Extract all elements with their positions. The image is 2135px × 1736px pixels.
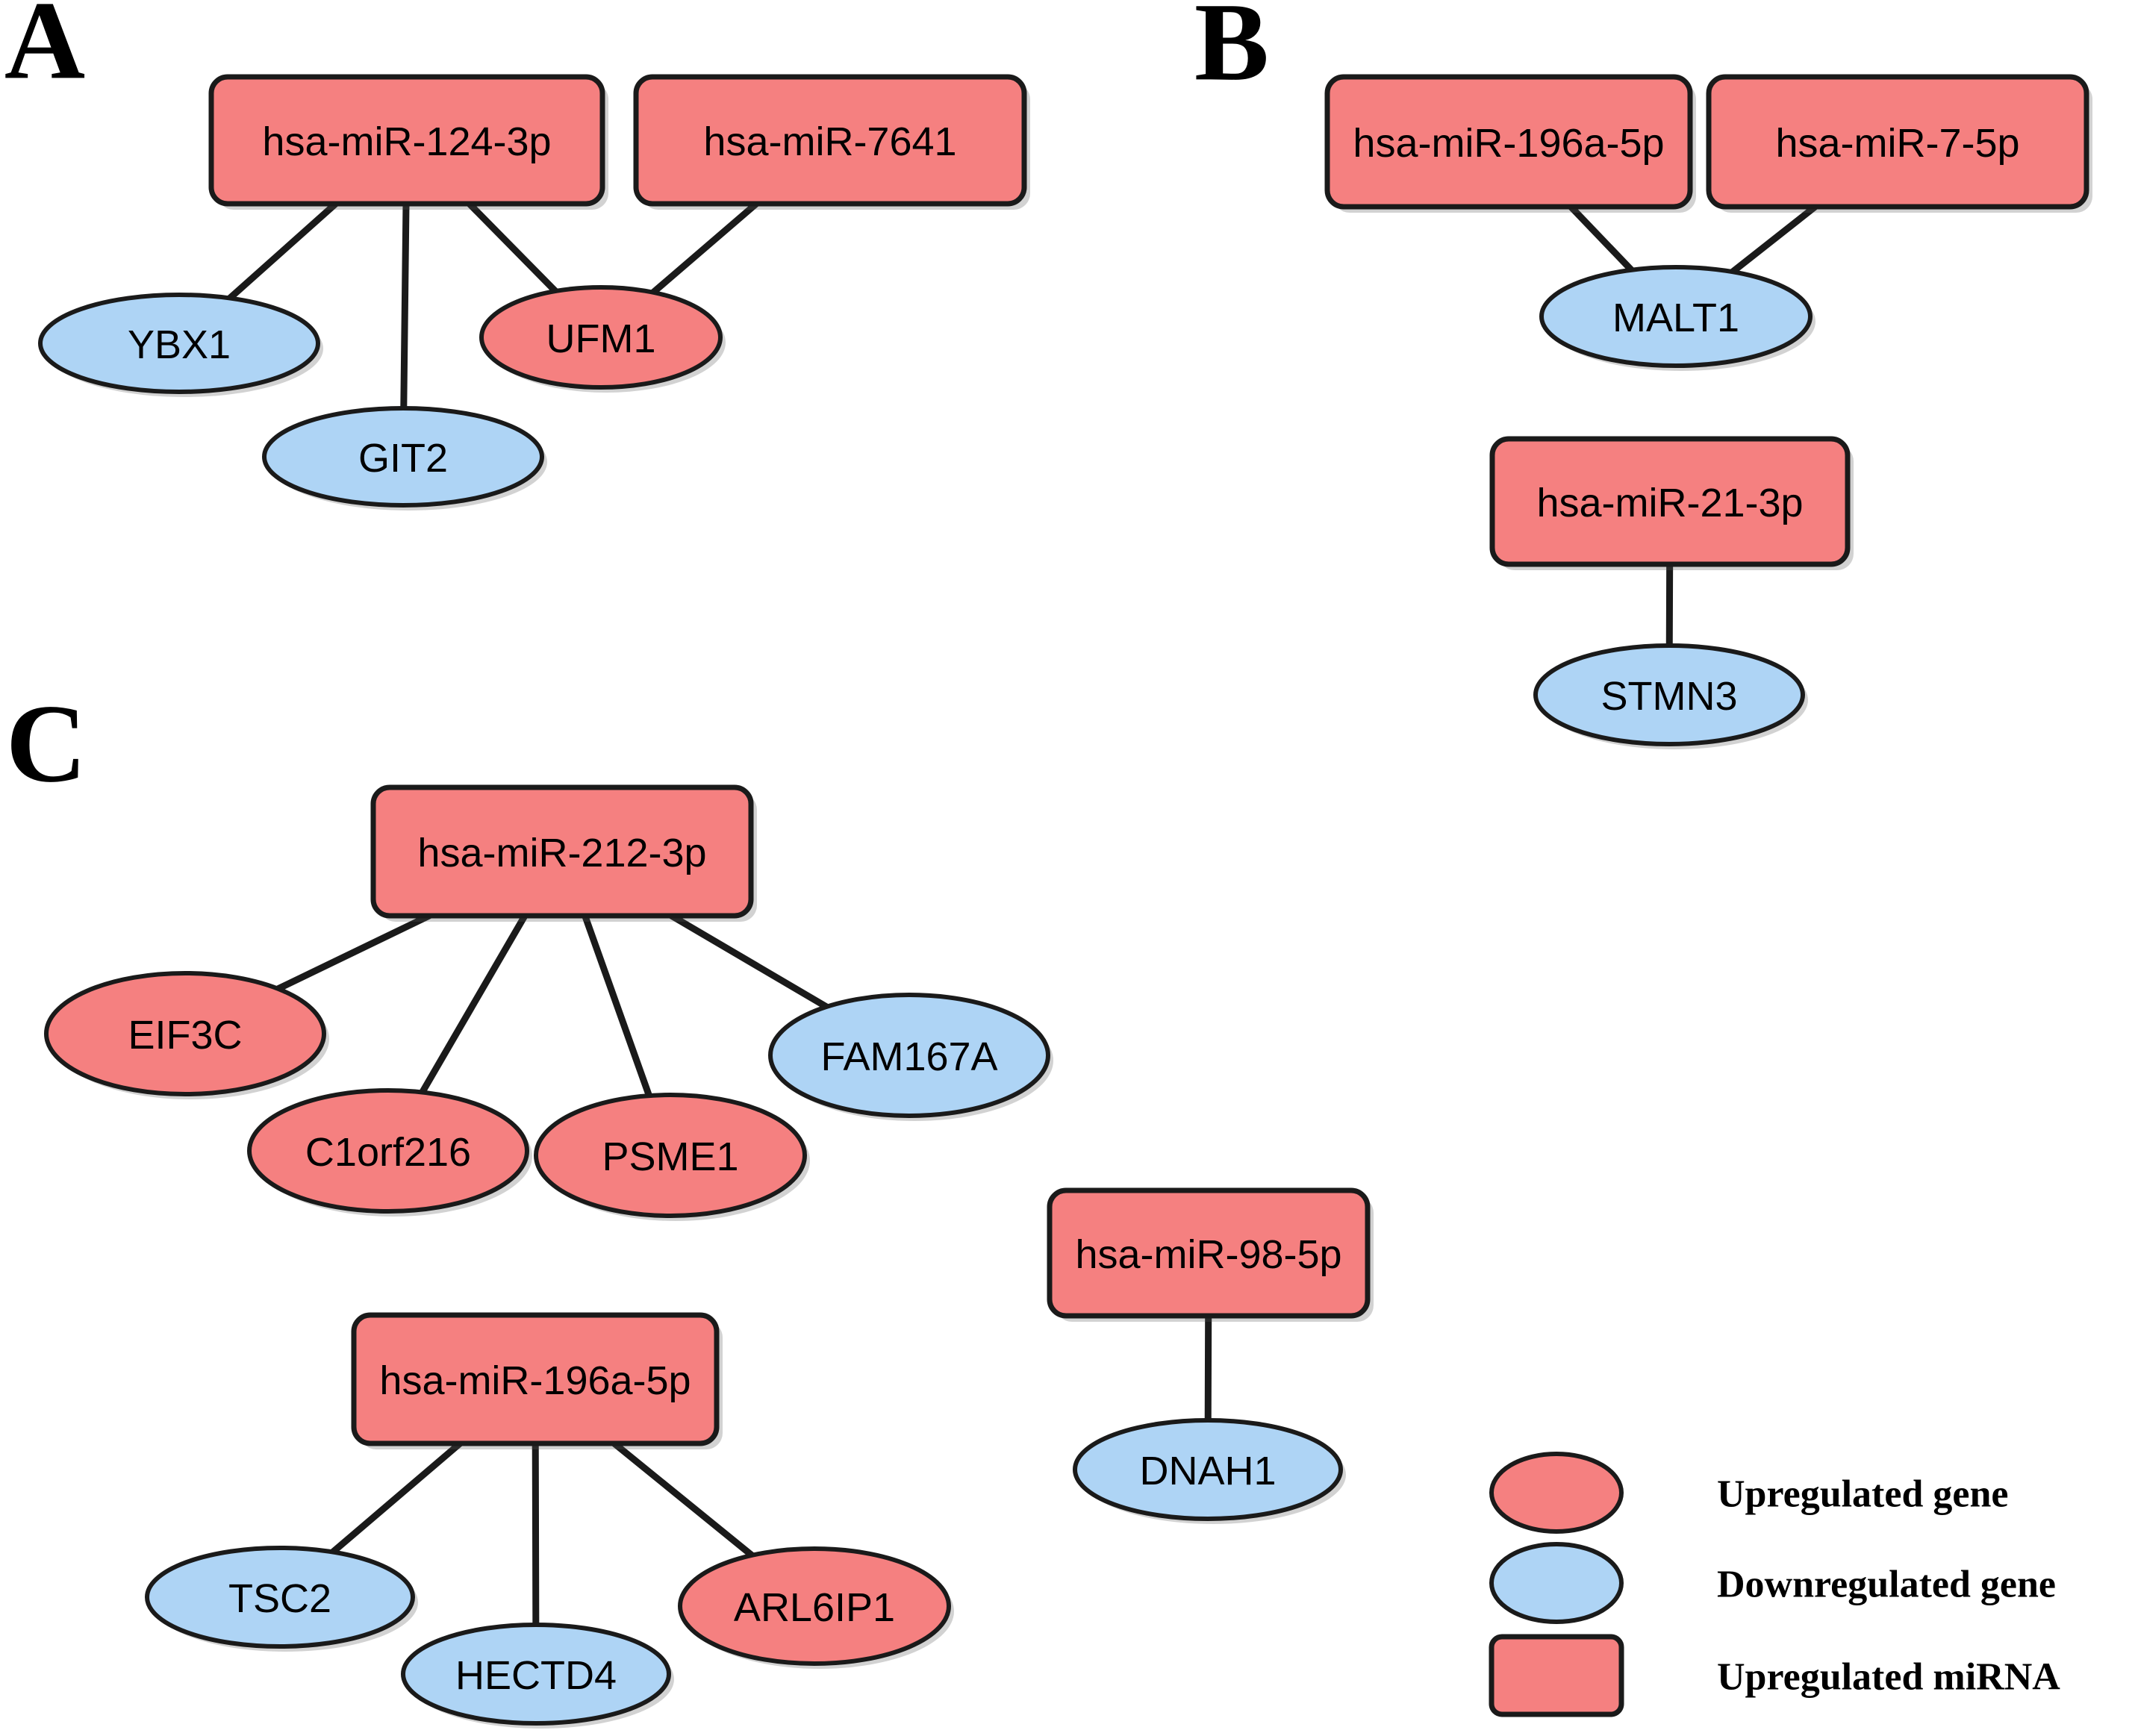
gene-ellipse[interactable] [1533, 643, 1805, 746]
mirna-box[interactable] [370, 784, 754, 919]
edges-layer [226, 200, 1819, 1629]
gene-ellipse[interactable] [1073, 1418, 1343, 1521]
legend-swatch-rect [1489, 1634, 1624, 1717]
node-label: TSC2 [228, 1576, 331, 1621]
node-label: ARL6IP1 [734, 1585, 895, 1630]
gene-ellipse[interactable] [678, 1546, 951, 1666]
node-label: YBX1 [128, 322, 231, 367]
node-hectd4[interactable]: HECTD4 [401, 1623, 674, 1729]
node-c1orf216[interactable]: C1orf216 [247, 1088, 532, 1217]
node-stmn3[interactable]: STMN3 [1533, 643, 1808, 749]
panel-label-b: B [1194, 0, 1269, 104]
panel-letters-layer: A B C [4, 0, 1269, 805]
legend-label: Upregulated gene [1717, 1473, 2008, 1516]
mirna-box[interactable] [1489, 436, 1851, 567]
gene-ellipse[interactable] [38, 293, 320, 394]
node-label: HECTD4 [455, 1653, 617, 1698]
node-label: hsa-miR-196a-5p [1353, 121, 1664, 166]
gene-ellipse[interactable] [44, 971, 326, 1096]
mirna-box[interactable] [1047, 1187, 1371, 1319]
gene-ellipse[interactable] [1539, 265, 1813, 368]
node-label: hsa-miR-124-3p [262, 119, 551, 164]
edge-hsa-mir-212-3p-to-psme1 [582, 912, 653, 1099]
gene-ellipse[interactable] [768, 993, 1050, 1118]
edge-hsa-mir-124-3p-to-ufm1 [466, 200, 559, 295]
node-hsa-mir-7641[interactable]: hsa-miR-7641 [633, 74, 1030, 210]
node-label: hsa-miR-212-3p [417, 831, 706, 875]
panel-label-a: A [4, 0, 85, 102]
node-fam167a[interactable]: FAM167A [768, 993, 1053, 1121]
node-hsa-mir-98-5p[interactable]: hsa-miR-98-5p [1047, 1187, 1374, 1322]
node-label: UFM1 [546, 316, 656, 361]
node-malt1[interactable]: MALT1 [1539, 265, 1815, 371]
node-arl6ip1[interactable]: ARL6IP1 [678, 1546, 954, 1669]
node-eif3c[interactable]: EIF3C [44, 971, 329, 1099]
node-hsa-mir-212-3p[interactable]: hsa-miR-212-3p [370, 784, 757, 922]
legend-label: Downregulated gene [1717, 1564, 2056, 1606]
node-label: hsa-miR-98-5p [1075, 1232, 1341, 1277]
edge-hsa-mir-124-3p-to-ybx1 [226, 200, 340, 302]
edge-hsa-mir-7-5p-to-malt1 [1729, 203, 1819, 275]
edge-hsa-mir-7641-to-ufm1 [649, 200, 760, 296]
node-label: GIT2 [358, 436, 448, 481]
node-label: hsa-miR-21-3p [1536, 481, 1803, 525]
gene-ellipse[interactable] [247, 1088, 529, 1214]
mirna-box[interactable] [351, 1312, 720, 1446]
legend-item-upregulated-mirna: Upregulated miRNA [1489, 1634, 2060, 1717]
panel-label-c: C [6, 681, 87, 805]
edge-hsa-mir-212-3p-to-eif3c [275, 912, 433, 993]
legend-swatch-ellipse [1489, 1542, 1624, 1624]
legend-swatch-ellipse [1489, 1452, 1624, 1534]
node-label: PSME1 [602, 1134, 738, 1179]
gene-ellipse[interactable] [479, 285, 723, 390]
edge-hsa-mir-212-3p-to-fam167a [667, 912, 830, 1011]
legend-item-downregulated-gene: Downregulated gene [1489, 1542, 2056, 1624]
node-label: hsa-miR-7641 [703, 119, 956, 164]
node-label: FAM167A [820, 1034, 997, 1079]
node-ufm1[interactable]: UFM1 [479, 285, 726, 393]
node-label: hsa-miR-196a-5p [379, 1358, 691, 1403]
node-label: EIF3C [128, 1013, 242, 1058]
node-dnah1[interactable]: DNAH1 [1073, 1418, 1346, 1524]
node-git2[interactable]: GIT2 [262, 406, 547, 511]
node-label: MALT1 [1612, 296, 1739, 340]
mirna-box[interactable] [1324, 74, 1693, 210]
node-hsa-mir-21-3p[interactable]: hsa-miR-21-3p [1489, 436, 1854, 570]
node-hsa-mir-196a-5p[interactable]: hsa-miR-196a-5p [351, 1312, 723, 1449]
legend-label: Upregulated miRNA [1717, 1656, 2060, 1699]
node-label: DNAH1 [1139, 1449, 1276, 1493]
edge-hsa-mir-212-3p-to-c1orf216 [419, 912, 529, 1096]
gene-ellipse[interactable] [145, 1546, 415, 1649]
node-ybx1[interactable]: YBX1 [38, 293, 323, 397]
gene-ellipse[interactable] [534, 1093, 807, 1218]
legend-item-upregulated-gene: Upregulated gene [1489, 1452, 2008, 1534]
mirna-box[interactable] [208, 74, 605, 207]
node-hsa-mir-7-5p[interactable]: hsa-miR-7-5p [1706, 74, 2092, 213]
node-psme1[interactable]: PSME1 [534, 1093, 810, 1221]
node-hsa-mir-196a-5p[interactable]: hsa-miR-196a-5p [1324, 74, 1696, 213]
node-tsc2[interactable]: TSC2 [145, 1546, 418, 1652]
edge-hsa-mir-196a-5p-to-tsc2 [329, 1440, 464, 1555]
mirna-box[interactable] [633, 74, 1027, 207]
mirna-box[interactable] [1706, 74, 2089, 210]
edge-hsa-mir-124-3p-to-git2 [400, 200, 410, 412]
node-hsa-mir-124-3p[interactable]: hsa-miR-124-3p [208, 74, 608, 210]
node-label: hsa-miR-7-5p [1775, 121, 2019, 166]
edge-hsa-mir-196a-5p-to-arl6ip1 [611, 1440, 755, 1559]
edge-hsa-mir-196a-5p-to-hectd4 [532, 1440, 540, 1629]
gene-ellipse[interactable] [401, 1623, 671, 1726]
edge-hsa-mir-196a-5p-to-malt1 [1567, 203, 1635, 274]
node-label: C1orf216 [305, 1130, 471, 1175]
gene-ellipse[interactable] [262, 406, 544, 508]
node-label: STMN3 [1601, 674, 1737, 719]
